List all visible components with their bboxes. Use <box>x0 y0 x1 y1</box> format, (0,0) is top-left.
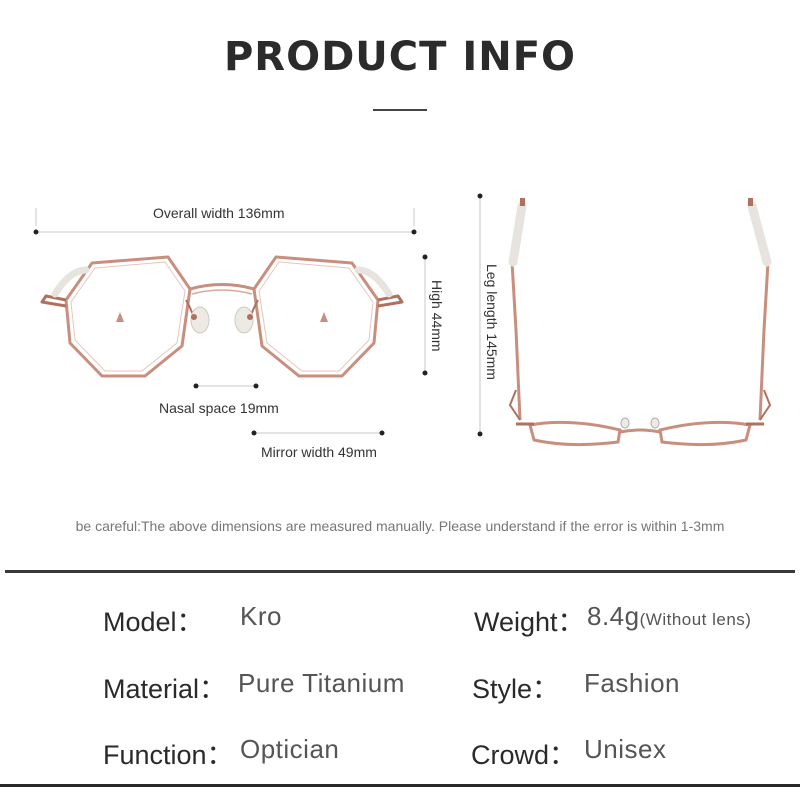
footer-divider <box>0 784 800 787</box>
high-label: High 44mm <box>429 280 445 352</box>
page-title: PRODUCT INFO <box>223 34 577 80</box>
spec-material-key: Material： <box>103 674 227 704</box>
nasal-space-label: Nasal space 19mm <box>159 400 279 416</box>
spec-style-key: Style： <box>472 674 560 704</box>
overall-width-label: Overall width 136mm <box>153 205 285 221</box>
spec-crowd-key: Crowd： <box>471 740 577 770</box>
leg-length-label: Leg length 145mm <box>484 264 500 380</box>
spec-function-value: Optician <box>240 734 340 764</box>
spec-function-key: Function： <box>103 740 234 770</box>
title-underline <box>373 109 427 111</box>
glasses-front-illustration <box>40 255 404 378</box>
spec-style-value: Fashion <box>584 668 680 698</box>
spec-model-key: Model： <box>103 607 204 637</box>
spec-material-value: Pure Titanium <box>238 668 405 698</box>
measurement-note: be careful:The above dimensions are meas… <box>75 518 725 534</box>
spec-weight-note: (Without lens) <box>639 610 752 629</box>
mirror-width-label: Mirror width 49mm <box>261 444 377 460</box>
spec-weight-number: 8.4g <box>587 601 640 631</box>
spec-crowd-value: Unisex <box>584 734 667 764</box>
section-divider <box>5 570 795 573</box>
spec-model-value: Kro <box>240 601 282 631</box>
spec-weight-key: Weight： <box>474 607 585 637</box>
overall-width-line <box>35 208 415 233</box>
spec-weight-value: 8.4g(Without lens) <box>587 601 751 632</box>
glasses-side-illustration <box>508 201 772 447</box>
